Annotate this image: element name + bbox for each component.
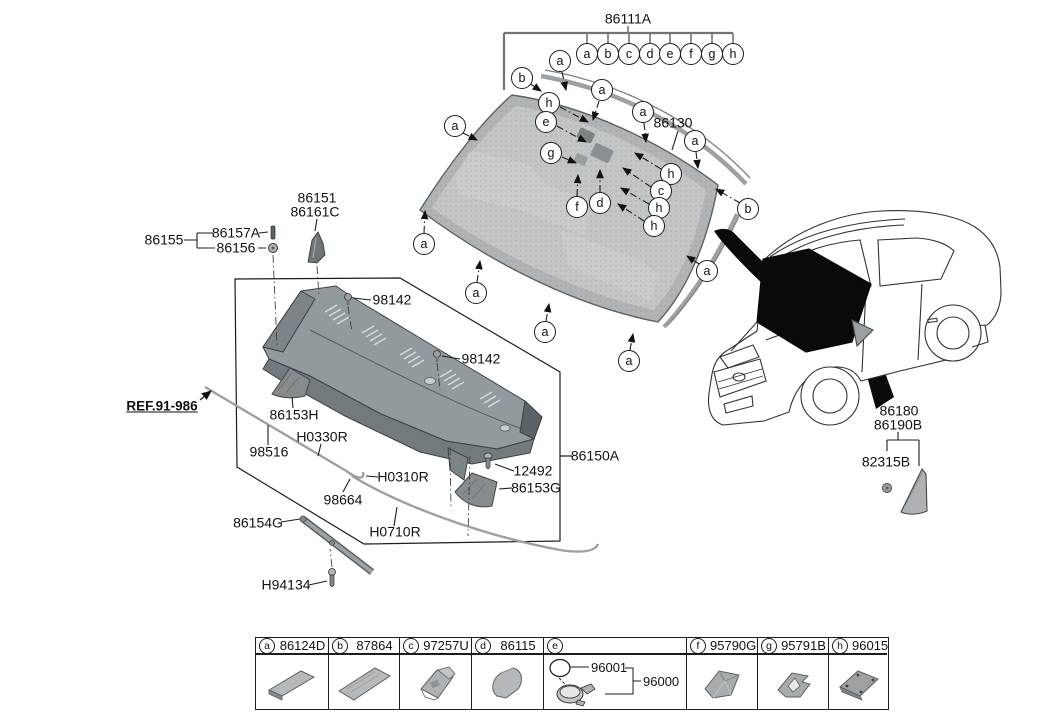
part-label-H0330R: H0330R — [296, 428, 348, 445]
legend-bracket — [502, 31, 733, 90]
glass-callout: h — [660, 163, 682, 185]
legend-ticks — [586, 26, 734, 43]
table-column-f: f 95790G — [687, 637, 758, 709]
dash-dot-lines — [272, 254, 471, 568]
cowl-side-cover-right-drawing — [454, 472, 498, 508]
table-part-number: 87864 — [356, 638, 393, 653]
parts-legend-table: a 86124D b 87864 — [255, 637, 889, 710]
table-callout-d: d — [475, 637, 491, 654]
part-thumb-96000-washer: 96001 96000 — [548, 658, 679, 707]
part-label-82315B: 82315B — [861, 453, 911, 470]
glass-callout: e — [535, 111, 557, 133]
part-label-86156: 86156 — [216, 239, 256, 256]
glass-callout: d — [589, 192, 611, 214]
table-column-e: e 96001 96000 — [544, 637, 687, 709]
cowl-side-cover-left-drawing — [271, 367, 311, 399]
table-callout-e: e — [547, 637, 563, 654]
fastener-icons — [268, 225, 493, 588]
glass-callout: b — [511, 67, 533, 89]
part-thumb-95791B — [777, 672, 811, 698]
part-thumb-87864 — [338, 667, 391, 701]
table-part-number: 95790G — [710, 638, 757, 653]
glass-callout: f — [566, 196, 588, 218]
table-part-number: 97257U — [423, 638, 469, 653]
part-thumb-95790G — [704, 670, 740, 699]
glass-callout: h — [643, 215, 665, 237]
cowl-bar-drawing — [299, 515, 375, 575]
part-thumb-96015 — [839, 670, 879, 701]
part-label-86155: 86155 — [144, 231, 184, 248]
part-label-98664: 98664 — [323, 491, 363, 508]
glass-callout: a — [534, 321, 556, 343]
glass-callout: a — [618, 350, 640, 372]
table-column-d: d 86115 — [472, 637, 544, 709]
glass-callout: a — [413, 233, 435, 255]
table-callout-b: b — [332, 637, 348, 654]
glass-callout: a — [444, 115, 466, 137]
legend-callout-f: f — [680, 43, 702, 65]
part-label-86180: 86180 — [879, 402, 919, 419]
table-callout-g: g — [761, 637, 777, 654]
part-label-98142: 98142 — [372, 291, 412, 308]
legend-callout-g: g — [701, 43, 723, 65]
legend-callout-b: b — [597, 43, 619, 65]
part-label-12492: 12492 — [513, 462, 553, 479]
part-thumb-97257U — [419, 666, 456, 701]
table-part-number: 96015 — [852, 638, 889, 653]
part-label-86150A: 86150A — [570, 447, 620, 464]
table-column-b: b 87864 — [329, 637, 400, 709]
table-column-a: a 86124D — [256, 637, 329, 709]
table-callout-a: a — [259, 637, 275, 654]
delta-garnish-drawing — [882, 432, 928, 515]
glass-callout: a — [549, 50, 571, 72]
ref-label: REF.91-986 — [126, 398, 198, 414]
glass-callout: a — [684, 130, 706, 152]
legend-callout-h: h — [722, 43, 744, 65]
table-callout-h: h — [832, 637, 848, 654]
table-column-c: c 97257U — [400, 637, 472, 709]
legend-callout-c: c — [618, 43, 640, 65]
table-column-g: g 95791B — [758, 637, 829, 709]
part-label-98142: 98142 — [461, 350, 501, 367]
table-part-number: 95791B — [781, 638, 826, 653]
part-label-86151: 86151 — [297, 189, 337, 206]
part-label-86153H: 86153H — [269, 406, 319, 423]
part-label-H94134: H94134 — [261, 576, 311, 593]
legend-callout-e: e — [659, 43, 681, 65]
part-thumb-86115 — [491, 667, 522, 699]
legend-callout-a: a — [576, 43, 598, 65]
table-callout-c: c — [403, 637, 419, 654]
part-label-96000: 96000 — [643, 674, 679, 689]
table-callout-f: f — [690, 637, 706, 654]
part-label-86153G: 86153G — [511, 479, 561, 496]
glass-callout: g — [540, 142, 562, 164]
table-part-number: 86124D — [279, 638, 326, 653]
part-label-86190B: 86190B — [873, 416, 923, 433]
ref-arrow — [199, 390, 212, 401]
callout-leaders — [420, 71, 741, 351]
glass-callout: a — [696, 260, 718, 282]
vehicle-drawing — [707, 210, 1002, 426]
part-thumb-86124D — [267, 670, 316, 701]
leader-lines — [184, 218, 515, 586]
part-label-H0310R: H0310R — [377, 468, 429, 485]
table-column-h: h 96015 — [829, 637, 889, 709]
glass-callout: b — [737, 198, 759, 220]
part-label-86161C: 86161C — [290, 203, 340, 220]
part-label-86111A: 86111A — [604, 10, 652, 27]
glass-callout: a — [465, 282, 487, 304]
glass-callout: a — [591, 79, 613, 101]
part-label-86130: 86130 — [653, 114, 693, 131]
washer-hose-drawing — [204, 385, 600, 553]
cowl-region-box — [234, 277, 572, 545]
legend-callout-d: d — [639, 43, 661, 65]
part-label-86157A: 86157A — [211, 224, 261, 241]
part-label-98516: 98516 — [249, 443, 289, 460]
glass-callout: a — [632, 101, 654, 123]
part-label-86154G: 86154G — [233, 514, 283, 531]
table-part-number: 86115 — [500, 638, 536, 653]
part-label-H0710R: H0710R — [369, 523, 421, 540]
part-label-96001: 96001 — [591, 660, 627, 675]
